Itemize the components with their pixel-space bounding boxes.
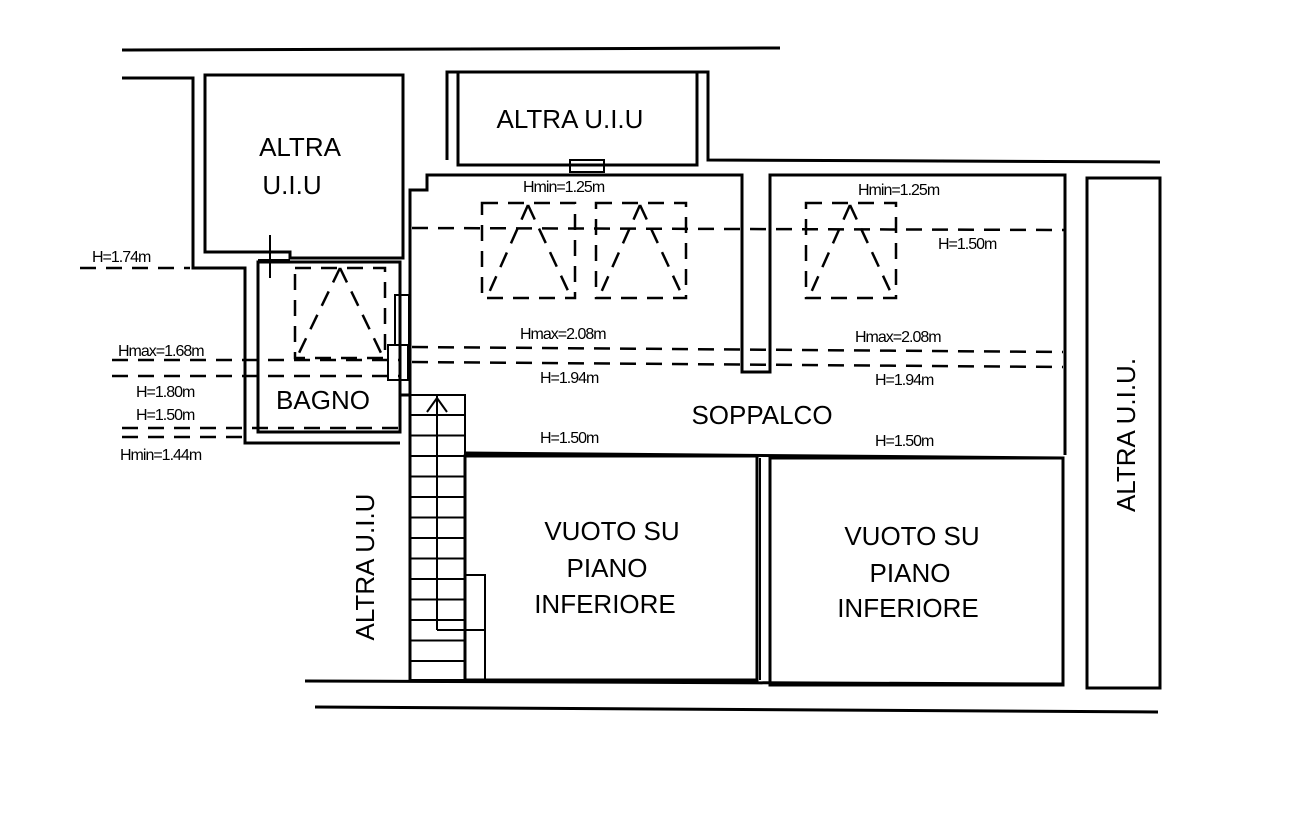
bottom-boundary-line: [314, 705, 1159, 714]
altra-right-room: [1085, 176, 1162, 690]
label-vuoto-right-3: INFERIORE: [837, 593, 979, 623]
height-label: H=1.50m: [136, 407, 195, 424]
height-label: H=1.50m: [875, 433, 934, 450]
height-label: H=1.50m: [540, 430, 599, 447]
height-label: Hmax=1.68m: [118, 343, 204, 360]
soppalco-walls: [408, 173, 1067, 680]
left-outer-wall: [122, 76, 400, 445]
skylight-diag: [526, 204, 572, 296]
label-altra-left-vertical: ALTRA U.I.U: [350, 494, 380, 641]
label-vuoto-left-2: PIANO: [567, 553, 648, 583]
altra-top-left-room: [203, 73, 405, 260]
stair-arrow-icon: [426, 396, 448, 413]
top-mid-niche: [569, 159, 605, 173]
height-label: Hmax=2.08m: [855, 329, 941, 346]
skylight-group: [480, 201, 898, 300]
height-label: Hmin=1.44m: [120, 447, 202, 464]
label-altra-top-left-1: ALTRA: [259, 132, 342, 162]
height-label: H=1.94m: [540, 370, 599, 387]
label-vuoto-left-3: INFERIORE: [534, 589, 676, 619]
skylight-diag: [638, 204, 684, 296]
height-label: Hmin=1.25m: [858, 182, 940, 199]
height-label: H=1.50m: [938, 236, 997, 253]
label-altra-top-mid: ALTRA U.I.U: [497, 104, 644, 134]
skylight-bagno: [293, 266, 387, 360]
skylight-bagno-diag: [338, 267, 384, 356]
height-label: H=1.74m: [92, 249, 151, 266]
height-label: Hmin=1.25m: [523, 179, 605, 196]
skylight-diag: [808, 204, 852, 296]
bagno-window: [394, 294, 410, 346]
height-label: H=1.94m: [875, 372, 934, 389]
vuoto-right-room: [768, 456, 1065, 687]
skylight-bagno-diag: [296, 267, 342, 356]
vuoto-left-room: [463, 454, 759, 682]
label-soppalco: SOPPALCO: [691, 400, 832, 430]
skylight-2: [594, 201, 688, 300]
label-altra-right-vertical: ALTRA U.I.U.: [1111, 358, 1141, 512]
height-line-150: [411, 226, 1066, 232]
skylight-diag: [848, 204, 894, 296]
skylight-diag: [598, 204, 642, 296]
height-line-hmax: [411, 345, 1064, 354]
top-mid-outer-wall: [445, 70, 1161, 164]
label-bagno: BAGNO: [276, 385, 370, 415]
label-vuoto-right-1: VUOTO SU: [844, 521, 979, 551]
skylight-3: [804, 201, 898, 300]
skylight-diag: [486, 204, 530, 296]
label-altra-top-left-2: U.I.U: [262, 170, 321, 200]
label-vuoto-left-1: VUOTO SU: [544, 516, 679, 546]
height-line-194: [411, 360, 1064, 369]
height-label: Hmax=2.08m: [520, 326, 606, 343]
height-label: H=1.80m: [136, 384, 195, 401]
stair-landing: [465, 574, 486, 680]
bagno-door-jamb: [387, 344, 409, 381]
skylight-1: [480, 201, 577, 300]
staircase: [409, 394, 486, 681]
top-boundary-line: [121, 46, 781, 52]
altra-top-mid-room: [456, 70, 699, 167]
label-vuoto-right-2: PIANO: [870, 558, 951, 588]
